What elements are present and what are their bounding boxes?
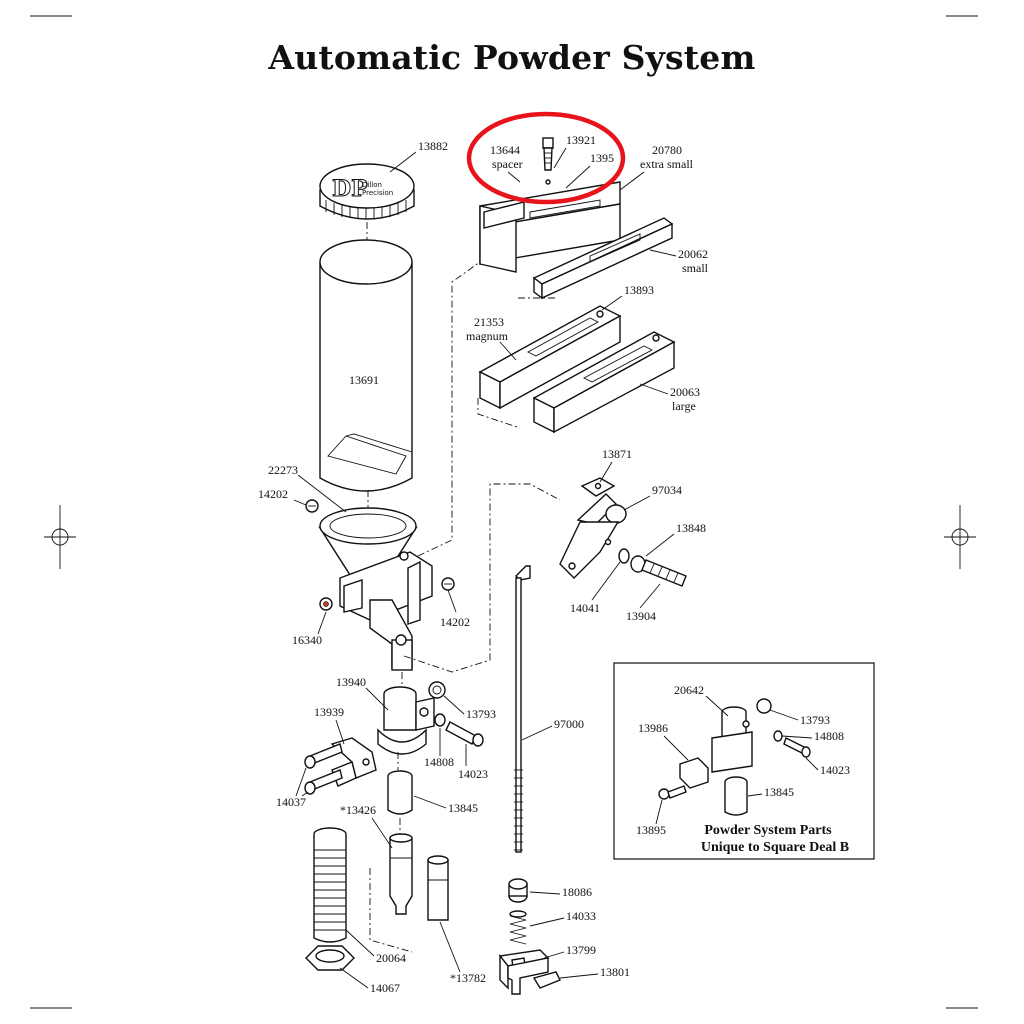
inset-label-14023: 14023 <box>820 763 850 777</box>
screws-14037 <box>304 743 343 795</box>
inset-block-13986 <box>679 757 709 789</box>
inset-screw-13895 <box>658 785 687 800</box>
powder-bar-20063 <box>532 331 676 434</box>
label-14023: 14023 <box>458 767 488 781</box>
inset-label-13793: 13793 <box>800 713 830 727</box>
bracket-13799 <box>498 949 550 995</box>
inset-washer-14808 <box>773 730 783 742</box>
inset-label-14808: 14808 <box>814 729 844 743</box>
label-13904: 13904 <box>626 609 656 623</box>
label-22273: 22273 <box>268 463 298 477</box>
label-13691: 13691 <box>349 373 379 387</box>
powder-bar-21353 <box>478 305 622 410</box>
inset-label-20642: 20642 <box>674 683 704 697</box>
label-13799: 13799 <box>566 943 596 957</box>
label-13939: 13939 <box>314 705 344 719</box>
label-13426: *13426 <box>340 803 376 817</box>
inset-caption-line1: Powder System Parts <box>704 823 832 838</box>
label-13940: 13940 <box>336 675 366 689</box>
bolt-13904 <box>630 555 687 587</box>
label-13644-sub: spacer <box>492 157 523 171</box>
label-20062-sub: small <box>682 261 709 275</box>
rod-97000 <box>514 565 531 853</box>
label-14202-right: 14202 <box>440 615 470 629</box>
hopper-lid: DP Dillon Precision <box>319 163 415 220</box>
label-18086: 18086 <box>562 885 592 899</box>
label-13644: 13644 <box>490 143 520 157</box>
label-13845: 13845 <box>448 801 478 815</box>
label-1395: 1395 <box>590 151 614 165</box>
bracket-13871 <box>580 477 616 497</box>
funnel-13426 <box>389 833 413 915</box>
funnel-13782 <box>427 855 449 921</box>
svg-text:Dillon: Dillon <box>362 181 382 189</box>
washer-14808 <box>434 713 446 727</box>
cap-13793 <box>428 681 446 699</box>
clip-13801 <box>532 971 561 989</box>
inset-cap-13793 <box>756 698 772 714</box>
label-14037: 14037 <box>276 795 306 809</box>
screw-14023 <box>445 721 484 747</box>
spring-14033 <box>509 910 527 945</box>
inset-label-13895: 13895 <box>636 823 666 837</box>
washer-14041 <box>618 548 630 564</box>
inset-square-deal-b: 20642 13793 13986 14808 14023 13845 1389… <box>613 662 875 860</box>
label-13848: 13848 <box>676 521 706 535</box>
label-13793: 13793 <box>466 707 496 721</box>
label-20780: 20780 <box>652 143 682 157</box>
sleeve-13845 <box>387 770 413 815</box>
inset-screw-14023 <box>783 737 811 758</box>
inset-label-13986: 13986 <box>638 721 668 735</box>
label-13801: 13801 <box>600 965 630 979</box>
inset-label-13845: 13845 <box>764 785 794 799</box>
label-13882: 13882 <box>418 139 448 153</box>
nut-18086 <box>508 878 528 903</box>
label-14067: 14067 <box>370 981 400 995</box>
highlight-circle <box>466 111 626 205</box>
label-20063: 20063 <box>670 385 700 399</box>
label-14808: 14808 <box>424 755 454 769</box>
label-20063-sub: large <box>672 399 696 413</box>
label-20780-sub: extra small <box>640 157 694 171</box>
nut-16340 <box>319 597 333 611</box>
label-14033: 14033 <box>566 909 596 923</box>
label-20062: 20062 <box>678 247 708 261</box>
inset-caption-line2: Unique to Square Deal B <box>701 840 849 855</box>
inset-sleeve-13845 <box>724 776 748 816</box>
svg-text:Precision: Precision <box>362 189 393 197</box>
label-97000: 97000 <box>554 717 584 731</box>
label-21353-sub: magnum <box>466 329 509 343</box>
label-16340: 16340 <box>292 633 322 647</box>
label-13871: 13871 <box>602 447 632 461</box>
label-13893: 13893 <box>624 283 654 297</box>
screw-14202-right <box>441 577 455 591</box>
powder-measure-body <box>318 507 433 671</box>
label-20064: 20064 <box>376 951 406 965</box>
registration-marks <box>30 15 978 1009</box>
diagram-title: Automatic Powder System <box>268 38 756 77</box>
locknut-14067 <box>305 945 355 971</box>
label-97034: 97034 <box>652 483 682 497</box>
inset-body-20642 <box>711 706 753 773</box>
screw-14202-left <box>305 499 319 513</box>
screw-13921 <box>542 137 554 185</box>
label-13782: *13782 <box>450 971 486 985</box>
spacer-13644 <box>483 201 525 229</box>
label-14202-left: 14202 <box>258 487 288 501</box>
dillon-logo: DP Dillon Precision <box>332 176 394 203</box>
label-13921: 13921 <box>566 133 596 147</box>
body-13940 <box>377 686 435 755</box>
hopper-tube <box>319 239 413 492</box>
label-21353: 21353 <box>474 315 504 329</box>
label-14041: 14041 <box>570 601 600 615</box>
die-20064 <box>313 827 347 943</box>
bellcrank-97034 <box>559 493 627 579</box>
svg-text:DP: DP <box>332 176 368 202</box>
powder-bar-20062 <box>532 217 674 300</box>
